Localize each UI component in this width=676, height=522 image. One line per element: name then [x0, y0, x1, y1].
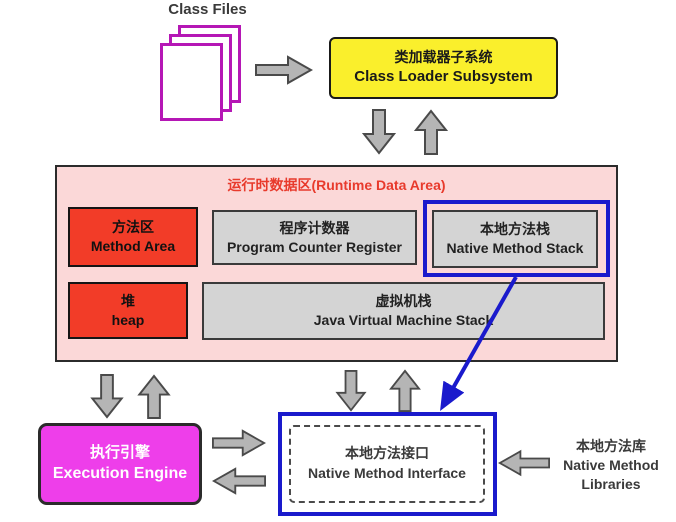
class-loader-zh-label: 类加载器子系统 — [394, 49, 493, 66]
native-method-libraries-en-line2: Libraries — [581, 475, 641, 492]
arrow-down-icon — [362, 109, 396, 155]
arrow-right-icon — [212, 429, 266, 457]
arrow-left-icon — [498, 449, 550, 477]
jvm-stack-zh-label: 虚拟机栈 — [375, 293, 432, 310]
runtime-data-area-title: 运行时数据区(Runtime Data Area) — [227, 177, 446, 193]
native-method-libraries-label: 本地方法库 Native Method Libraries — [548, 437, 674, 494]
pc-register-zh-label: 程序计数器 — [279, 219, 350, 236]
heap-node: 堆 heap — [68, 282, 188, 339]
arrow-right-icon — [255, 55, 313, 85]
jvm-stack-en-label: Java Virtual Machine Stack — [313, 312, 494, 328]
arrow-up-icon — [414, 109, 448, 155]
native-method-interface-zh-label: 本地方法接口 — [345, 445, 429, 462]
native-method-interface-highlight-frame: 本地方法接口 Native Method Interface — [278, 412, 497, 516]
pc-register-en-label: Program Counter Register — [226, 238, 403, 255]
method-area-en-label: Method Area — [90, 238, 176, 254]
method-area-node: 方法区 Method Area — [68, 207, 198, 267]
execution-engine-en-label: Execution Engine — [52, 465, 188, 483]
program-counter-register-node: 程序计数器 Program Counter Register — [212, 210, 417, 265]
arrow-down-icon — [90, 374, 124, 419]
native-method-interface-en-label: Native Method Interface — [308, 465, 466, 481]
execution-engine-node: 执行引擎 Execution Engine — [38, 423, 202, 505]
heap-zh-label: 堆 — [121, 292, 135, 309]
arrow-up-icon — [389, 369, 421, 412]
native-method-stack-node: 本地方法栈 Native Method Stack — [432, 210, 598, 268]
heap-en-label: heap — [111, 311, 145, 328]
native-method-libraries-zh-label: 本地方法库 — [576, 438, 646, 454]
arrow-down-icon — [335, 370, 367, 412]
arrow-up-icon — [137, 374, 171, 419]
class-loader-en-label: Class Loader Subsystem — [354, 68, 533, 86]
class-file-document-icon — [160, 43, 223, 121]
native-method-interface-node: 本地方法接口 Native Method Interface — [289, 425, 485, 503]
native-method-libraries-en-line1: Native Method — [563, 456, 659, 473]
class-files-label: Class Files — [168, 1, 247, 18]
native-method-stack-highlight-frame: 本地方法栈 Native Method Stack — [423, 200, 610, 277]
native-method-stack-en-label: Native Method Stack — [446, 240, 584, 256]
runtime-data-area-container: 运行时数据区(Runtime Data Area) 方法区 Method Are… — [55, 165, 618, 362]
execution-engine-zh-label: 执行引擎 — [89, 444, 150, 462]
jvm-stack-node: 虚拟机栈 Java Virtual Machine Stack — [202, 282, 605, 340]
method-area-zh-label: 方法区 — [112, 219, 154, 236]
arrow-left-icon — [212, 467, 266, 495]
native-method-stack-zh-label: 本地方法栈 — [480, 221, 550, 238]
class-loader-subsystem-node: 类加载器子系统 Class Loader Subsystem — [329, 37, 558, 99]
